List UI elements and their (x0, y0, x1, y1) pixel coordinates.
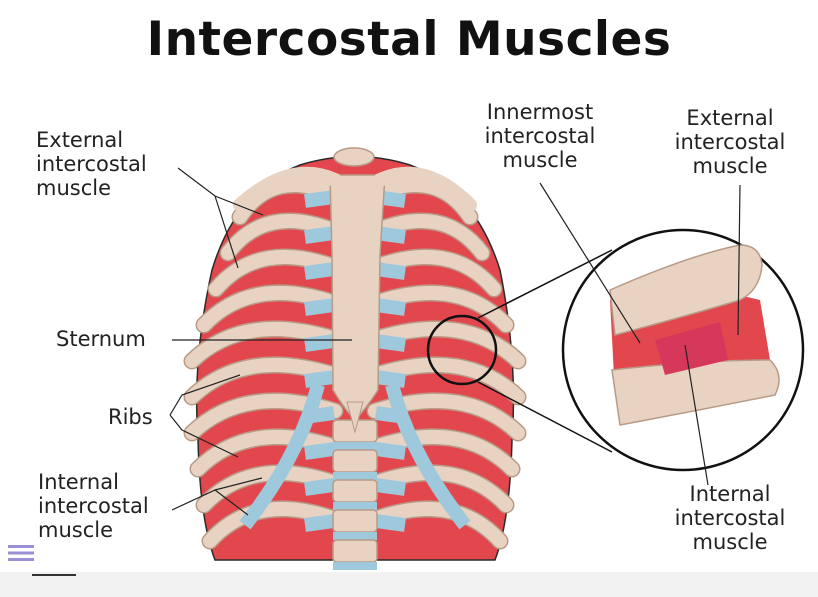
label-ribs: Ribs (108, 405, 153, 429)
magnify-source-circle (426, 314, 498, 386)
costal-cartilage (375, 370, 406, 388)
intervertebral-disc (333, 472, 377, 480)
costal-cartilage-right (385, 383, 471, 530)
intervertebral-disc (333, 532, 377, 540)
inset-internal-muscle (655, 322, 728, 375)
rib (368, 358, 525, 404)
rib (197, 466, 342, 512)
label-innermost-intercostal: Innermost intercostal muscle (484, 100, 596, 172)
intervertebral-disc (333, 442, 377, 450)
label-sternum: Sternum (56, 327, 146, 351)
rib (191, 430, 342, 476)
costal-cartilage (304, 298, 335, 316)
rib (368, 430, 519, 476)
intervertebral-disc (333, 502, 377, 510)
label-external-intercostal-right: External intercostal muscle (674, 106, 786, 178)
label-internal-intercostal-left: Internal intercostal muscle (38, 470, 149, 542)
vertebra (332, 539, 378, 563)
spine (332, 419, 378, 570)
rib (197, 286, 342, 332)
costal-cartilage (304, 370, 335, 388)
costal-cartilage (375, 514, 406, 532)
rib (368, 466, 513, 512)
top-vertebra (333, 147, 375, 167)
costal-cartilage (375, 334, 406, 352)
clavicle-left (233, 166, 342, 212)
magnify-line-bottom (477, 381, 613, 453)
footer-bar (0, 572, 818, 597)
costal-cartilage (375, 478, 406, 496)
intervertebral-disc (333, 562, 377, 570)
inset-upper-rib (609, 244, 763, 336)
rib (368, 214, 489, 260)
vertebra (332, 449, 378, 473)
clavicle-right (373, 166, 477, 212)
rib (368, 250, 501, 296)
ribs-left (183, 176, 344, 550)
rib (209, 250, 342, 296)
costal-cartilage (304, 226, 335, 244)
rib (221, 214, 342, 260)
costal-cartilage (375, 262, 406, 280)
menu-icon[interactable] (8, 543, 34, 563)
rib (185, 322, 342, 368)
costal-cartilage (304, 190, 335, 208)
costal-cartilage (304, 334, 335, 352)
costal-cartilage (375, 298, 406, 316)
xiphoid-process (346, 401, 364, 434)
footer-divider (32, 574, 76, 576)
costal-cartilage-left (239, 383, 325, 530)
costal-cartilage (304, 514, 335, 532)
sternum (329, 174, 386, 422)
inset-detail (609, 244, 780, 426)
rib (368, 322, 525, 368)
magnify-line-top (477, 249, 613, 319)
label-internal-intercostal-right: Internal intercostal muscle (674, 482, 786, 554)
leader-lines (169, 167, 741, 516)
vertebra (332, 479, 378, 503)
label-external-intercostal-left: External intercostal muscle (36, 128, 147, 200)
vertebra (332, 509, 378, 533)
costal-cartilage (375, 442, 406, 460)
costal-cartilage (304, 262, 335, 280)
rib (368, 286, 513, 332)
page-title: Intercostal Muscles (146, 12, 672, 67)
costal-cartilage (304, 442, 335, 460)
costal-cartilage (304, 478, 335, 496)
